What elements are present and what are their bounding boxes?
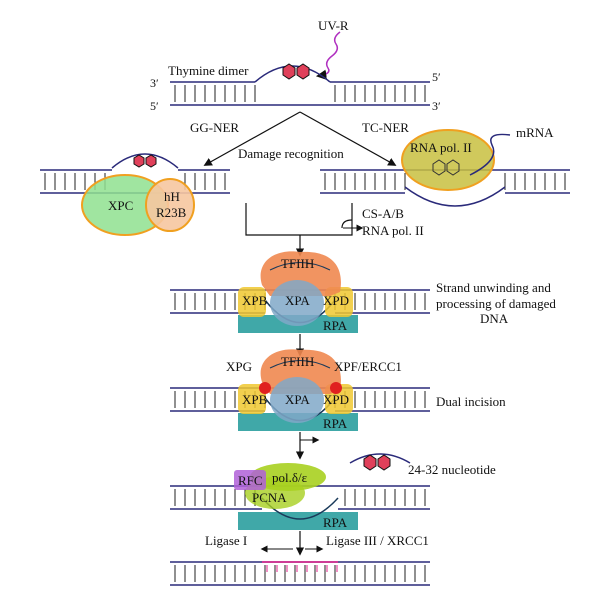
pol-label: pol.δ/ε [272,470,308,485]
xpb-protein-1 [238,287,266,317]
xpb-protein-2 [238,384,266,414]
rpa-protein-3 [238,512,358,530]
xpb-label-2: XPB [242,392,268,407]
xpa-label-1: XPA [285,293,310,308]
rpa-label-2: RPA [323,416,348,431]
rfc-label: RFC [238,473,263,488]
excised-fragment [349,453,411,464]
rna-pol-ii-label: RNA pol. II [410,140,472,155]
thymine-dimer-icon [133,154,157,168]
xpa-label-2: XPA [285,392,310,407]
tfiih-contour-1 [269,262,331,271]
hr23b-protein [145,178,195,232]
hr23b-label-top: hH [164,189,180,204]
gg-ner-label: GG-NER [190,120,239,135]
mrna-strand [469,133,511,176]
xpf-incision-dot [330,382,342,394]
prime-5-bottom-left: 5′ [150,99,159,113]
converge-bracket [245,203,353,236]
ligase-iii-label: Ligase III / XRCC1 [326,533,429,548]
rpa-label-1: RPA [323,318,348,333]
step-unwinding-line-1: Strand unwinding and [436,280,551,295]
thymine-dimer-icon [363,454,391,471]
step-unwinding-line-3: DNA [480,311,509,326]
step-unwinding-line-2: processing of damaged [436,296,556,311]
gg-bulge [111,153,179,169]
tfiih-contour-2 [269,360,331,369]
pol-protein [250,463,326,491]
rna-pol-ii-protein [401,129,495,191]
damage-recognition-label: Damage recognition [238,146,344,161]
step-incision-label: Dual incision [436,394,506,409]
arrow-to-gg-ner [203,111,301,166]
tfiih-label-1: TFIIH [281,256,314,271]
thymine-dimer-icon [432,159,460,176]
arrow-to-tc-ner [299,111,397,166]
xpd-label-2: XPD [323,392,349,407]
nucleotide-label: 24-32 nucleotide [408,462,496,477]
tfiih-label-2: TFIIH [281,354,314,369]
ligase-i-label: Ligase I [205,533,247,548]
uv-label: UV-R [318,18,349,33]
prime-3-bottom-right: 3′ [432,99,441,113]
new-repair-patch [262,561,338,572]
uv-ray [315,31,341,81]
thymine-dimer-icon [282,63,310,80]
tc-bulge [404,186,506,207]
hr23b-label-bottom: R23B [156,205,187,220]
rpa-label-3: RPA [323,515,348,530]
thymine-dimer-label: Thymine dimer [168,63,249,78]
prime-3-top-left: 3′ [150,76,159,90]
xpb-label-1: XPB [242,293,268,308]
rfc-protein [234,470,266,490]
xpc-label: XPC [108,198,133,213]
pcna-label: PCNA [252,490,287,505]
xpd-label-1: XPD [323,293,349,308]
tc-ner-label: TC-NER [362,120,409,135]
xpg-incision-dot [259,382,271,394]
mrna-label: mRNA [516,125,554,140]
xpa-protein-1 [270,280,324,326]
xpa-protein-2 [270,377,324,423]
rna-pol-ii-release-label: RNA pol. II [362,223,424,238]
xpf-label: XPF/ERCC1 [334,359,402,374]
xpg-label: XPG [226,359,252,374]
csa-b-label: CS-A/B [362,206,404,221]
release-curve [341,219,353,229]
prime-5-top-right: 5′ [432,70,441,84]
